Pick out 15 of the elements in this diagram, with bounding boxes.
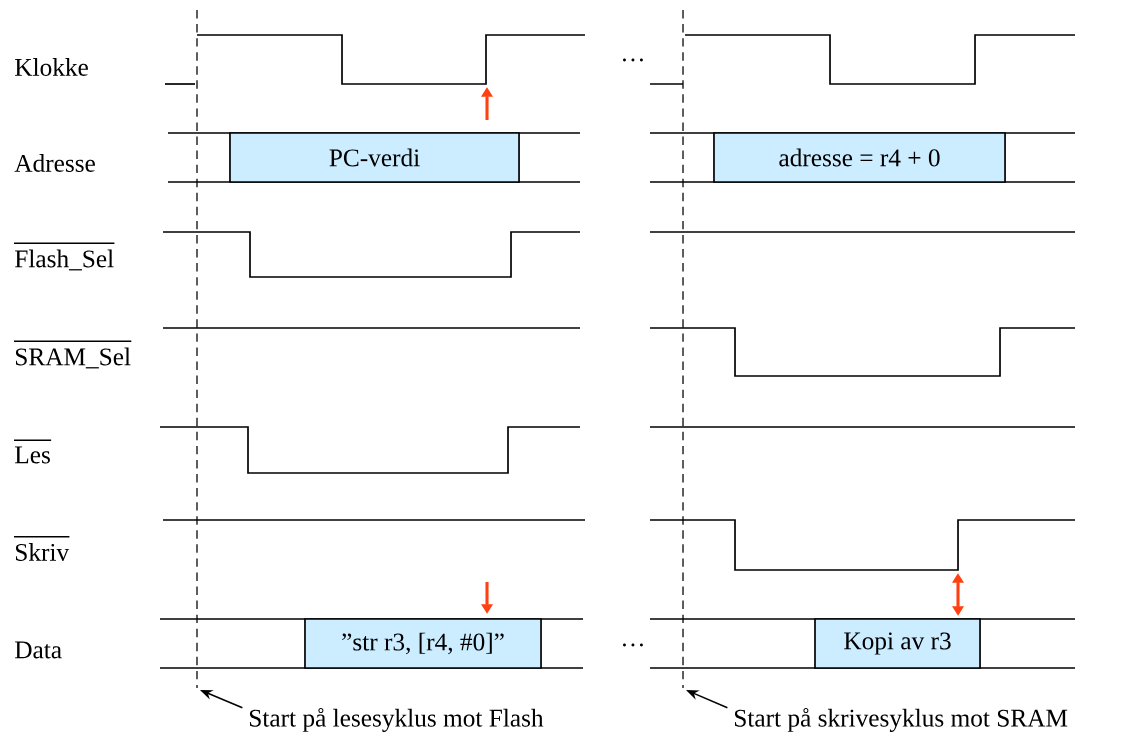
value-box: ”str r3, [r4, #0]” xyxy=(304,618,542,669)
signal-name: SRAM_Sel xyxy=(13,340,132,369)
value-box: PC-verdi xyxy=(229,132,520,183)
signal-name: … xyxy=(623,58,643,62)
value-box: adresse = r4 + 0 xyxy=(713,132,1006,183)
value-box: Kopi av r3 xyxy=(814,618,981,669)
signal-name: Data xyxy=(15,641,62,659)
annotation-text: Start på lesesyklus mot Flash xyxy=(250,708,544,732)
signal-name: Adresse xyxy=(14,154,95,172)
signal-name: Flash_Sel xyxy=(13,242,116,271)
signal-name: Les xyxy=(13,439,52,464)
signal-name: Skriv xyxy=(13,536,71,561)
signal-name: … xyxy=(623,643,643,647)
signal-name: Klokke xyxy=(15,58,88,76)
annotation-text: Start på skrivesyklus mot SRAM xyxy=(735,708,1068,732)
